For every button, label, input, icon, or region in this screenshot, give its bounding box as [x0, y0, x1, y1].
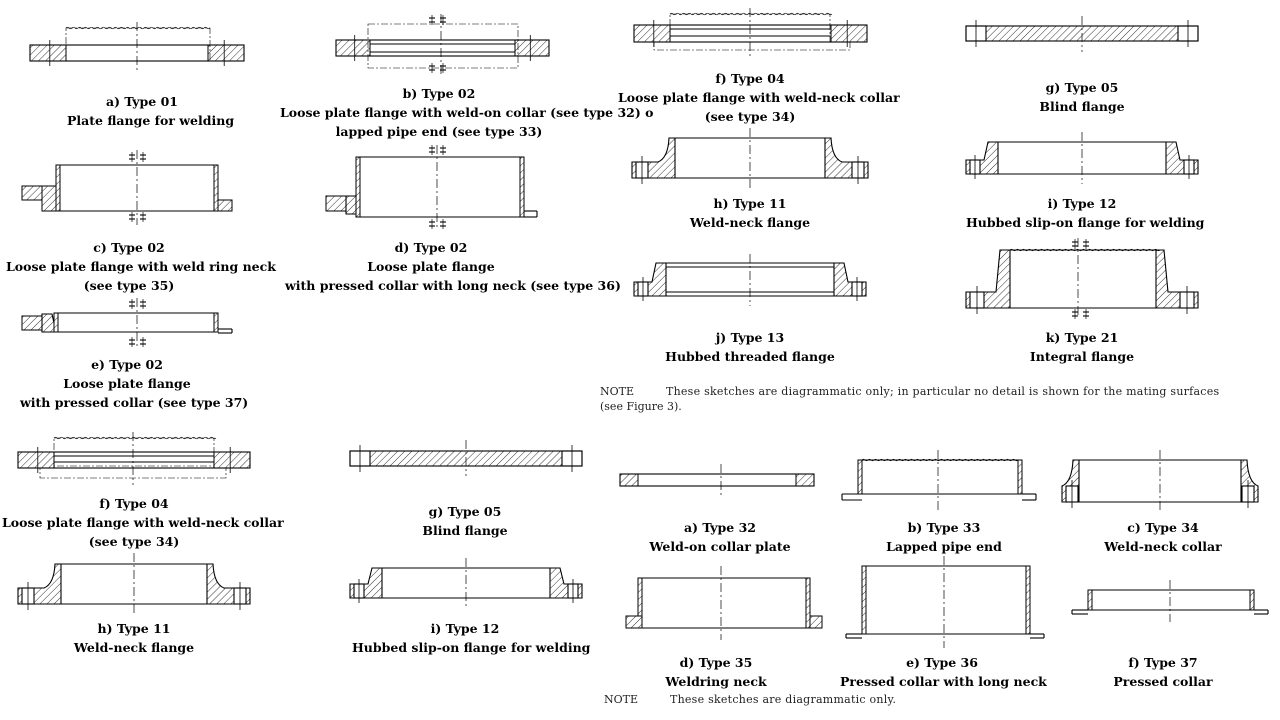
caption-type-12-left: i) Type 12 Hubbed slip-on flange for wel… [352, 619, 591, 657]
caption-description: Hubbed slip-on flange for welding [352, 640, 591, 655]
caption-description: Hubbed threaded flange [665, 349, 835, 364]
caption-description-cont: with pressed collar with long neck (see … [285, 278, 621, 293]
caption-description: Weld-neck flange [73, 640, 195, 655]
caption-description: Integral flange [1029, 349, 1135, 364]
sketch-type-04-right [633, 8, 868, 58]
sketch-type-13 [633, 254, 867, 306]
caption-description: Pressed collar [1113, 674, 1213, 689]
caption-type-12-right: i) Type 12 Hubbed slip-on flange for wel… [966, 194, 1205, 232]
caption-type-35: d) Type 35 Weldring neck [656, 653, 776, 691]
caption-title: a) Type 01 [106, 94, 178, 109]
caption-description: Hubbed slip-on flange for welding [966, 215, 1205, 230]
caption-type-11-right: h) Type 11 Weld-neck flange [670, 194, 830, 232]
note-text-cont: (see Figure 3). [600, 400, 682, 413]
caption-title: d) Type 02 [394, 240, 468, 255]
caption-type-33: b) Type 33 Lapped pipe end [874, 518, 1014, 556]
caption-type-02-weld-ring-neck: c) Type 02 Loose plate flange with weld … [6, 238, 276, 295]
caption-title: j) Type 13 [715, 330, 785, 345]
note-label: NOTE [600, 385, 635, 398]
caption-description: Weldring neck [665, 674, 767, 689]
caption-description: Loose plate flange [63, 376, 191, 391]
caption-type-01-plate-flange: a) Type 01 Plate flange for welding [67, 92, 235, 130]
caption-description-cont: (see type 35) [83, 278, 175, 293]
caption-title: i) Type 12 [430, 621, 500, 636]
caption-description: Weld-neck collar [1104, 539, 1222, 554]
sketch-type-35 [625, 566, 823, 640]
caption-description: Blind flange [1039, 99, 1125, 114]
caption-title: d) Type 35 [679, 655, 753, 670]
note-label: NOTE [604, 693, 639, 706]
sketch-type-02-e [21, 298, 233, 348]
sketch-type-34 [1061, 450, 1259, 512]
sketch-type-21 [965, 238, 1199, 319]
caption-type-02-pressed-collar: e) Type 02 Loose plate flange with press… [20, 355, 249, 412]
caption-type-11-left: h) Type 11 Weld-neck flange [54, 619, 214, 657]
caption-title: f) Type 04 [715, 71, 785, 86]
caption-description-cont: (see type 34) [88, 534, 180, 549]
caption-type-13: j) Type 13 Hubbed threaded flange [660, 328, 840, 366]
caption-title: g) Type 05 [1045, 80, 1119, 95]
caption-title: a) Type 32 [684, 520, 756, 535]
caption-description: Weld-neck flange [689, 215, 811, 230]
caption-title: f) Type 04 [99, 496, 169, 511]
caption-type-36: e) Type 36 Pressed collar with long neck [840, 653, 1047, 691]
caption-description: Lapped pipe end [886, 539, 1002, 554]
caption-description: Pressed collar with long neck [840, 674, 1047, 689]
caption-title: b) Type 02 [402, 86, 476, 101]
caption-description: Loose plate flange [367, 259, 495, 274]
sketch-type-36 [845, 556, 1045, 648]
caption-description: Blind flange [422, 523, 508, 538]
caption-title: f) Type 37 [1128, 655, 1198, 670]
caption-description: Plate flange for welding [67, 113, 235, 128]
sketch-type-33 [841, 450, 1037, 510]
sketch-type-37 [1071, 580, 1269, 622]
caption-title: b) Type 33 [907, 520, 981, 535]
caption-type-37: f) Type 37 Pressed collar [1106, 653, 1220, 691]
sketch-type-11-right [631, 128, 869, 188]
caption-type-04-left: f) Type 04 Loose plate flange with weld-… [2, 494, 284, 551]
caption-title: c) Type 02 [93, 240, 165, 255]
caption-type-05-right: g) Type 05 Blind flange [1000, 78, 1164, 116]
note-top: NOTE These sketches are diagrammatic only… [600, 384, 1228, 414]
caption-description-cont: lapped pipe end (see type 33) [335, 124, 543, 139]
caption-type-32: a) Type 32 Weld-on collar plate [640, 518, 800, 556]
sketch-type-12-right [965, 132, 1199, 184]
sketch-type-32 [619, 464, 815, 495]
sketch-type-02-c [21, 150, 233, 225]
caption-type-02-weld-on-collar: b) Type 02 Loose plate flange with weld-… [280, 84, 654, 141]
caption-title: g) Type 05 [428, 504, 502, 519]
caption-type-02-long-neck: d) Type 02 Loose plate flange with press… [285, 238, 621, 295]
sketch-type-02-d [325, 145, 538, 230]
sketch-type-04-left [17, 432, 251, 485]
caption-description-cont: (see type 34) [704, 109, 796, 124]
sketch-type-05-right [965, 16, 1199, 52]
note-text: These sketches are diagrammatic only. [670, 693, 897, 706]
caption-description: Loose plate flange with weld-neck collar [2, 515, 284, 530]
sketch-type-05-left [349, 440, 583, 476]
caption-title: c) Type 34 [1127, 520, 1199, 535]
caption-title: i) Type 12 [1047, 196, 1117, 211]
sketch-type-11-left [17, 553, 251, 614]
caption-description: Loose plate flange with weld-neck collar [618, 90, 900, 105]
caption-description: Weld-on collar plate [649, 539, 791, 554]
sketch-type-02-b [335, 14, 550, 76]
caption-type-05-left: g) Type 05 Blind flange [380, 502, 550, 540]
caption-description-cont: with pressed collar (see type 37) [20, 395, 249, 410]
caption-title: h) Type 11 [97, 621, 171, 636]
sketch-type-12-left [349, 558, 583, 608]
caption-title: h) Type 11 [713, 196, 787, 211]
caption-description: Loose plate flange with weld ring neck [6, 259, 276, 274]
note-bottom: NOTE These sketches are diagrammatic only… [604, 692, 1004, 707]
caption-title: e) Type 36 [906, 655, 978, 670]
caption-type-21: k) Type 21 Integral flange [1010, 328, 1154, 366]
note-text: These sketches are diagrammatic only; in… [666, 385, 1220, 398]
caption-type-34: c) Type 34 Weld-neck collar [1096, 518, 1230, 556]
sketch-type-01 [29, 22, 245, 70]
caption-title: e) Type 02 [91, 357, 163, 372]
caption-description: Loose plate flange with weld-on collar (… [280, 105, 654, 120]
caption-type-04-right: f) Type 04 Loose plate flange with weld-… [618, 69, 900, 126]
caption-title: k) Type 21 [1045, 330, 1119, 345]
